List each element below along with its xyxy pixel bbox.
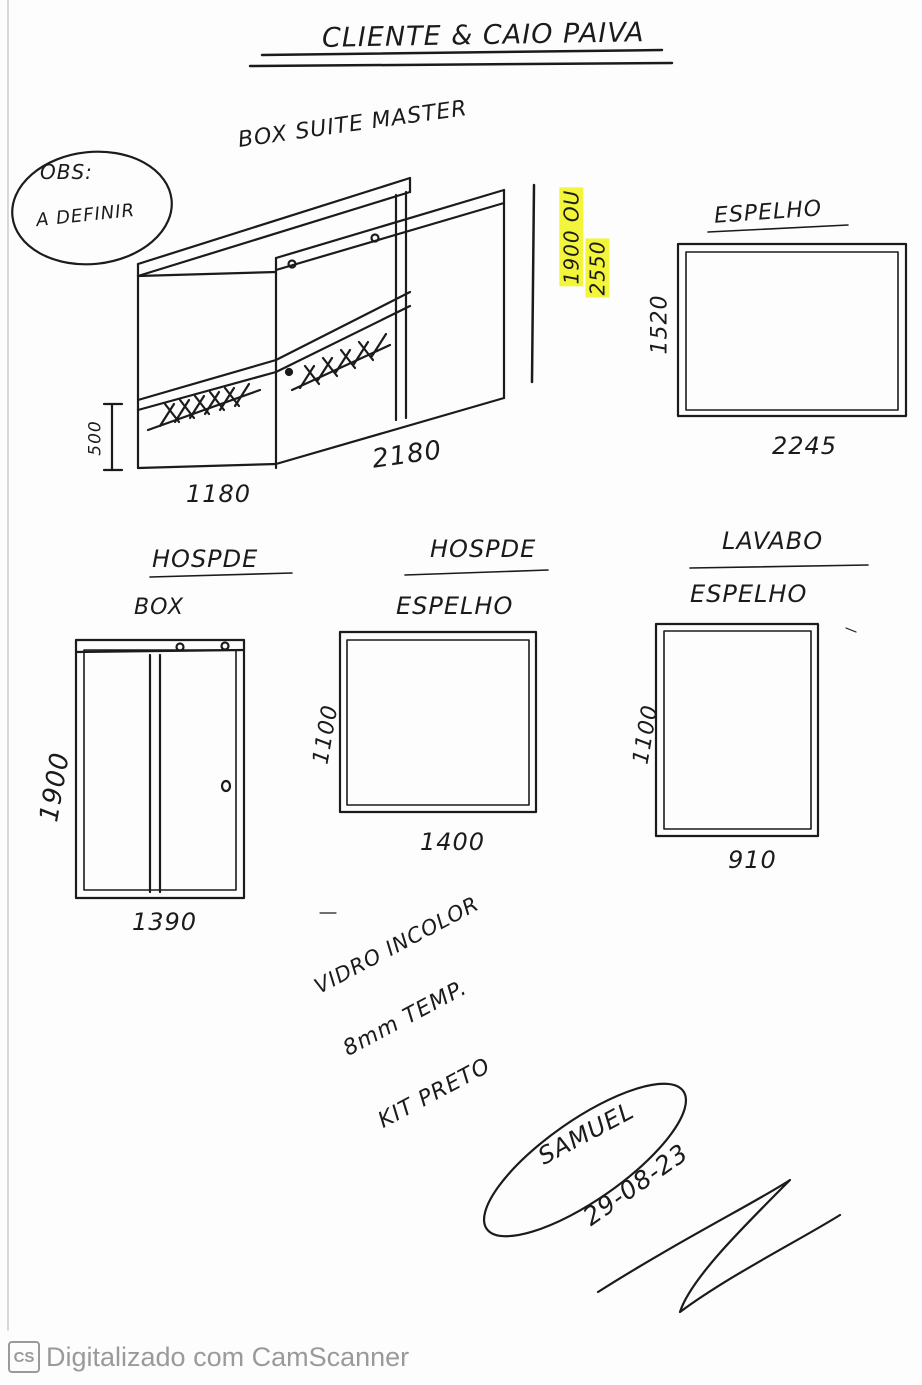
lavabo-mirror-drawing (654, 564, 869, 838)
camscanner-footer: CS Digitalizado com CamScanner (8, 1340, 409, 1374)
camscanner-logo-icon: CS (8, 1341, 40, 1373)
suite-mirror-drawing (676, 224, 908, 418)
lavabo-subtitle: ESPELHO (690, 580, 808, 608)
suite-mirror-width: 2245 (772, 432, 838, 460)
suite-box-drawing (102, 176, 536, 472)
suite-width-side: 1180 (186, 480, 252, 508)
guest-mirror-title: HOSPDE (430, 535, 537, 563)
guest-mirror-subtitle: ESPELHO (396, 592, 514, 620)
obs-ellipse (11, 150, 173, 266)
guest-box-title: HOSPDE (152, 545, 259, 573)
camscanner-text: Digitalizado com CamScanner (46, 1341, 410, 1372)
lavabo-title: LAVABO (722, 527, 824, 555)
guest-mirror-width: 1400 (420, 828, 486, 856)
guest-mirror-drawing (338, 569, 549, 814)
lavabo-width: 910 (728, 846, 777, 874)
signature-strokes (482, 1082, 842, 1314)
guest-box-drawing (74, 572, 293, 900)
guest-box-subtitle: BOX (134, 595, 184, 620)
guest-box-width: 1390 (132, 908, 198, 936)
